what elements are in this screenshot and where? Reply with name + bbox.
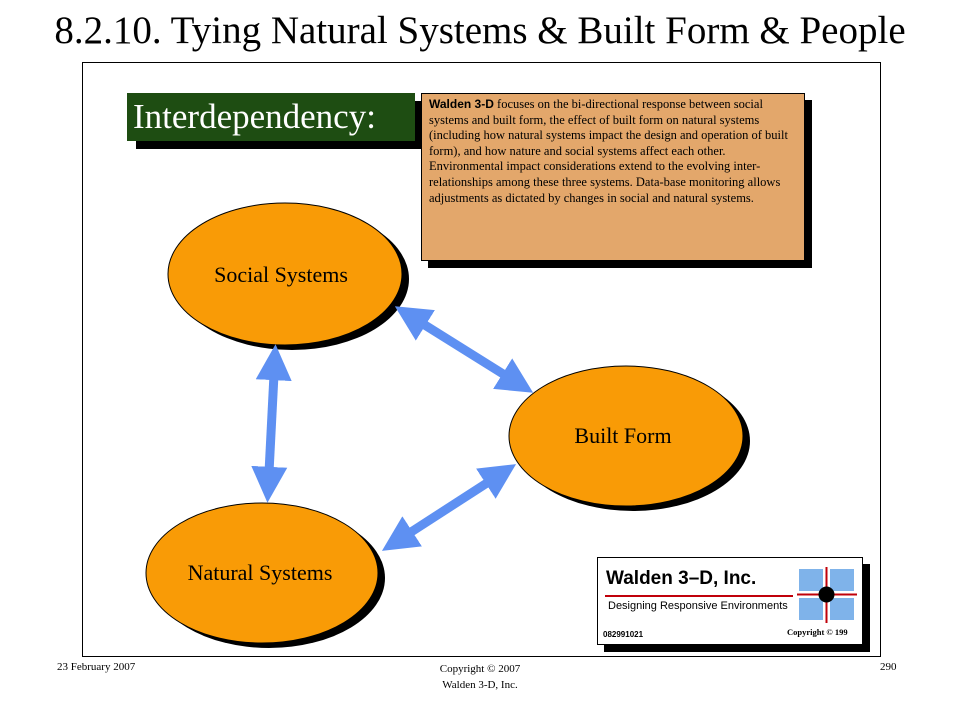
interdependency-badge: Interdependency: — [127, 93, 415, 141]
grid-mark-icon — [797, 567, 857, 623]
footer-page-number: 290 — [880, 661, 897, 673]
logo-company-name: Walden 3–D, Inc. — [606, 568, 757, 589]
logo-code: 082991021 — [603, 630, 644, 639]
built-natural-arrow — [381, 464, 517, 551]
built-node — [508, 365, 744, 507]
natural-node-label: Natural Systems — [188, 560, 333, 585]
social-built-arrow — [394, 306, 534, 393]
description-brand: Walden 3-D — [429, 97, 494, 111]
slide-title: 8.2.10. Tying Natural Systems & Built Fo… — [54, 9, 906, 52]
logo-tagline: Designing Responsive Environments — [608, 600, 788, 612]
social-node-label: Social Systems — [214, 262, 348, 287]
description-text: focuses on the bi-directional response b… — [429, 97, 788, 205]
footer-date: 23 February 2007 — [57, 661, 136, 673]
footer-copyright-line1: Copyright © 2007 — [439, 663, 521, 675]
logo-copyright: Copyright © 199 — [787, 627, 848, 637]
natural-node — [145, 502, 379, 644]
social-natural-arrow — [251, 344, 292, 503]
footer-copyright: Copyright © 2007 Walden 3-D, Inc. — [400, 661, 560, 693]
company-logo: Walden 3–D, Inc. Designing Responsive En… — [597, 557, 863, 645]
logo-rule — [605, 595, 793, 597]
description-box: Walden 3-D focuses on the bi-directional… — [421, 93, 805, 261]
built-node-label: Built Form — [574, 423, 671, 448]
footer-copyright-line2: Walden 3-D, Inc. — [442, 679, 518, 691]
